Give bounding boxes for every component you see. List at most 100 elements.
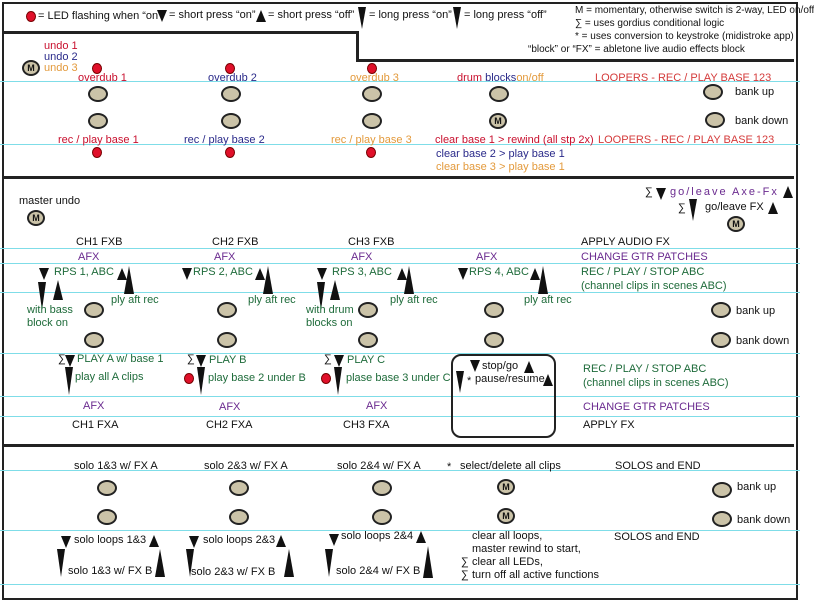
drum-word: drum: [457, 72, 483, 84]
select-delete-label: select/delete all clips: [460, 460, 561, 472]
onoff-word: on/off: [516, 72, 544, 84]
overdub-2-button[interactable]: [221, 86, 241, 102]
master-undo-button[interactable]: M: [27, 210, 45, 226]
play-a-on-icon: [65, 355, 75, 367]
undo-button[interactable]: M: [22, 60, 40, 76]
clear-base-2-label: clear base 2 > play base 1: [436, 148, 565, 160]
overdub-3-led: [367, 63, 377, 74]
solo-loops-13-off-icon: [149, 535, 159, 547]
bank-up-label: bank up: [735, 86, 775, 98]
with-drum-line2: blocks on: [306, 317, 353, 329]
afx-1-bottom: AFX: [83, 400, 105, 412]
go-leave-axe-label: go/leave Axe-Fx: [670, 186, 779, 198]
long-press-off-icon: [453, 7, 461, 29]
play-b-sigma: ∑: [187, 353, 195, 365]
rec-play-2-led: [225, 147, 235, 158]
overdub-1-button[interactable]: [88, 86, 108, 102]
solo-loops-24-button[interactable]: [372, 509, 392, 525]
rec-play-3-button[interactable]: [362, 113, 382, 129]
play-c-button[interactable]: [358, 332, 378, 348]
pause-resume-off-icon: [543, 374, 553, 386]
solo-13-button[interactable]: [97, 480, 117, 496]
play-a-sigma: ∑: [58, 353, 66, 365]
clear-button[interactable]: M: [489, 113, 507, 129]
overdub-2-led: [225, 63, 235, 74]
go-leave-fx-button[interactable]: M: [727, 216, 745, 232]
solo-23-button[interactable]: [229, 480, 249, 496]
legend-rule-6: [356, 59, 794, 62]
rps4-button[interactable]: [484, 302, 504, 318]
rps2-button[interactable]: [217, 302, 237, 318]
solo-loops-24-off-icon: [416, 531, 426, 543]
bank-down-label-3: bank down: [737, 514, 791, 526]
bank-down-button[interactable]: [705, 112, 725, 128]
bank-up-label-2: bank up: [736, 305, 776, 317]
play-c-sigma: ∑: [324, 353, 332, 365]
master-rewind: master rewind to start,: [472, 543, 581, 555]
play-b-long-icon: [197, 367, 205, 395]
afx-4-top: AFX: [476, 251, 498, 263]
bank-up-button-3[interactable]: [712, 482, 732, 498]
stop-go-label: stop/go: [482, 360, 519, 372]
legend-note-block: “block” or “FX” = abletone live audio ef…: [528, 44, 745, 55]
overdub-3-button[interactable]: [362, 86, 382, 102]
select-star: *: [447, 461, 452, 473]
drum-blocks-button[interactable]: [489, 86, 509, 102]
legend-rule-5: [3, 31, 358, 34]
solo-24-fxb-label: solo 2&4 w/ FX B: [336, 565, 421, 577]
rps4-on-icon: [458, 268, 468, 280]
solo-13-fxb-off-icon: [155, 549, 165, 577]
rps3-button[interactable]: [358, 302, 378, 318]
play-a-long-icon: [65, 367, 73, 395]
select-delete-button[interactable]: M: [497, 479, 515, 495]
ply-aft-rec-3: ply aft rec: [390, 294, 438, 306]
rec-play-1-label: rec / play base 1: [58, 134, 139, 146]
solo-23-fxb-off-icon: [284, 549, 294, 577]
rps3-on-icon: [317, 268, 327, 280]
ply-aft-rec-2: ply aft rec: [248, 294, 296, 306]
solo-loops-13-button[interactable]: [97, 509, 117, 525]
play-c-label: PLAY C: [347, 354, 386, 366]
rps1-button[interactable]: [84, 302, 104, 318]
solo-loops-13-on-icon: [61, 536, 71, 548]
solo-13-fxa-label: solo 1&3 w/ FX A: [74, 460, 158, 472]
legend-led: = LED flashing when “on”: [38, 10, 162, 22]
play-b-on-icon: [196, 355, 206, 367]
loopers-label-top: LOOPERS - REC / PLAY BASE 123: [595, 72, 772, 84]
bank-down-label: bank down: [735, 115, 789, 127]
clear-all-button[interactable]: M: [497, 508, 515, 524]
go-leave-fx-label: go/leave FX: [705, 201, 764, 213]
play-base-2-label: play base 2 under B: [208, 372, 306, 384]
rps4-label: RPS 4, ABC: [469, 266, 529, 278]
with-drum-line1: with drum: [306, 304, 354, 316]
bank-down-button-2[interactable]: [711, 332, 731, 348]
overdub-1-label: overdub 1: [78, 72, 127, 84]
play-b-button[interactable]: [217, 332, 237, 348]
overdub-2-label: overdub 2: [208, 72, 257, 84]
overdub-3-label: overdub 3: [350, 72, 399, 84]
clear-base-1-label: clear base 1 > rewind (all stp 2x): [435, 134, 594, 146]
rec-play-2-label: rec / play base 2: [184, 134, 265, 146]
solo-24-fxb-on-icon: [325, 549, 333, 577]
rec-play-2-button[interactable]: [221, 113, 241, 129]
solo-loops-23-off-icon: [276, 535, 286, 547]
stop-go-button[interactable]: [484, 332, 504, 348]
bank-down-label-2: bank down: [736, 335, 790, 347]
solo-loops-23-button[interactable]: [229, 509, 249, 525]
ch1-fxb-label: CH1 FXB: [76, 236, 123, 248]
bank-up-button[interactable]: [703, 84, 723, 100]
rps2-on-icon: [182, 268, 192, 280]
rec-play-1-button[interactable]: [88, 113, 108, 129]
turn-off-sigma: ∑: [461, 569, 469, 581]
bank-up-button-2[interactable]: [711, 302, 731, 318]
apply-fx-label: APPLY FX: [583, 419, 635, 431]
section1-divider: [3, 176, 794, 179]
play-a-button[interactable]: [84, 332, 104, 348]
pause-resume-label: pause/resume: [475, 373, 545, 385]
bank-down-button-3[interactable]: [712, 511, 732, 527]
guide-line: [0, 263, 800, 264]
rec-play-stop-top: REC / PLAY / STOP ABC: [581, 266, 705, 278]
rps2-off-icon: [255, 268, 265, 280]
solo-loops-23-on-icon: [189, 536, 199, 548]
solo-24-button[interactable]: [372, 480, 392, 496]
